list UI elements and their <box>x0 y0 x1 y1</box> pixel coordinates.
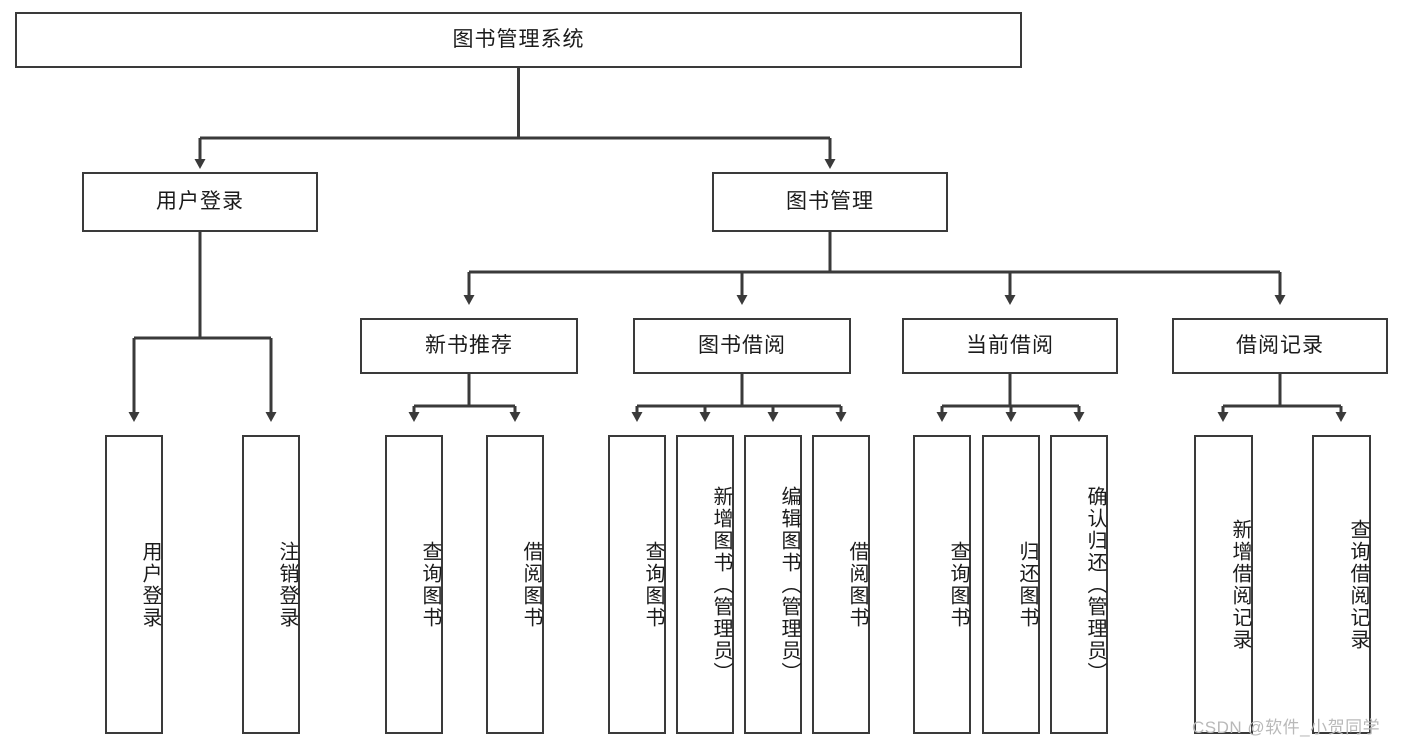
node-level2-1[interactable]: 图书管理 <box>712 172 948 232</box>
node-leaf-3[interactable]: 借阅图书 <box>486 435 544 734</box>
node-level3-1[interactable]: 图书借阅 <box>633 318 851 374</box>
node-level3-0[interactable]: 新书推荐 <box>360 318 578 374</box>
node-leaf-4[interactable]: 查询图书 <box>608 435 666 734</box>
node-leaf-8[interactable]: 查询图书 <box>913 435 971 734</box>
node-level2-0[interactable]: 用户登录 <box>82 172 318 232</box>
csdn-watermark: CSDN @软件_小贺同学 <box>1192 718 1381 737</box>
node-level3-2[interactable]: 当前借阅 <box>902 318 1118 374</box>
node-leaf-10[interactable]: 确认归还（管理员） <box>1050 435 1108 734</box>
node-leaf-9[interactable]: 归还图书 <box>982 435 1040 734</box>
node-leaf-1[interactable]: 注销登录 <box>242 435 300 734</box>
node-level3-3[interactable]: 借阅记录 <box>1172 318 1388 374</box>
node-root[interactable]: 图书管理系统 <box>15 12 1022 68</box>
node-leaf-5[interactable]: 新增图书（管理员） <box>676 435 734 734</box>
node-leaf-2[interactable]: 查询图书 <box>385 435 443 734</box>
node-leaf-6[interactable]: 编辑图书（管理员） <box>744 435 802 734</box>
node-leaf-0[interactable]: 用户登录 <box>105 435 163 734</box>
node-leaf-11[interactable]: 新增借阅记录 <box>1194 435 1253 734</box>
node-leaf-12[interactable]: 查询借阅记录 <box>1312 435 1371 734</box>
node-leaf-7[interactable]: 借阅图书 <box>812 435 870 734</box>
